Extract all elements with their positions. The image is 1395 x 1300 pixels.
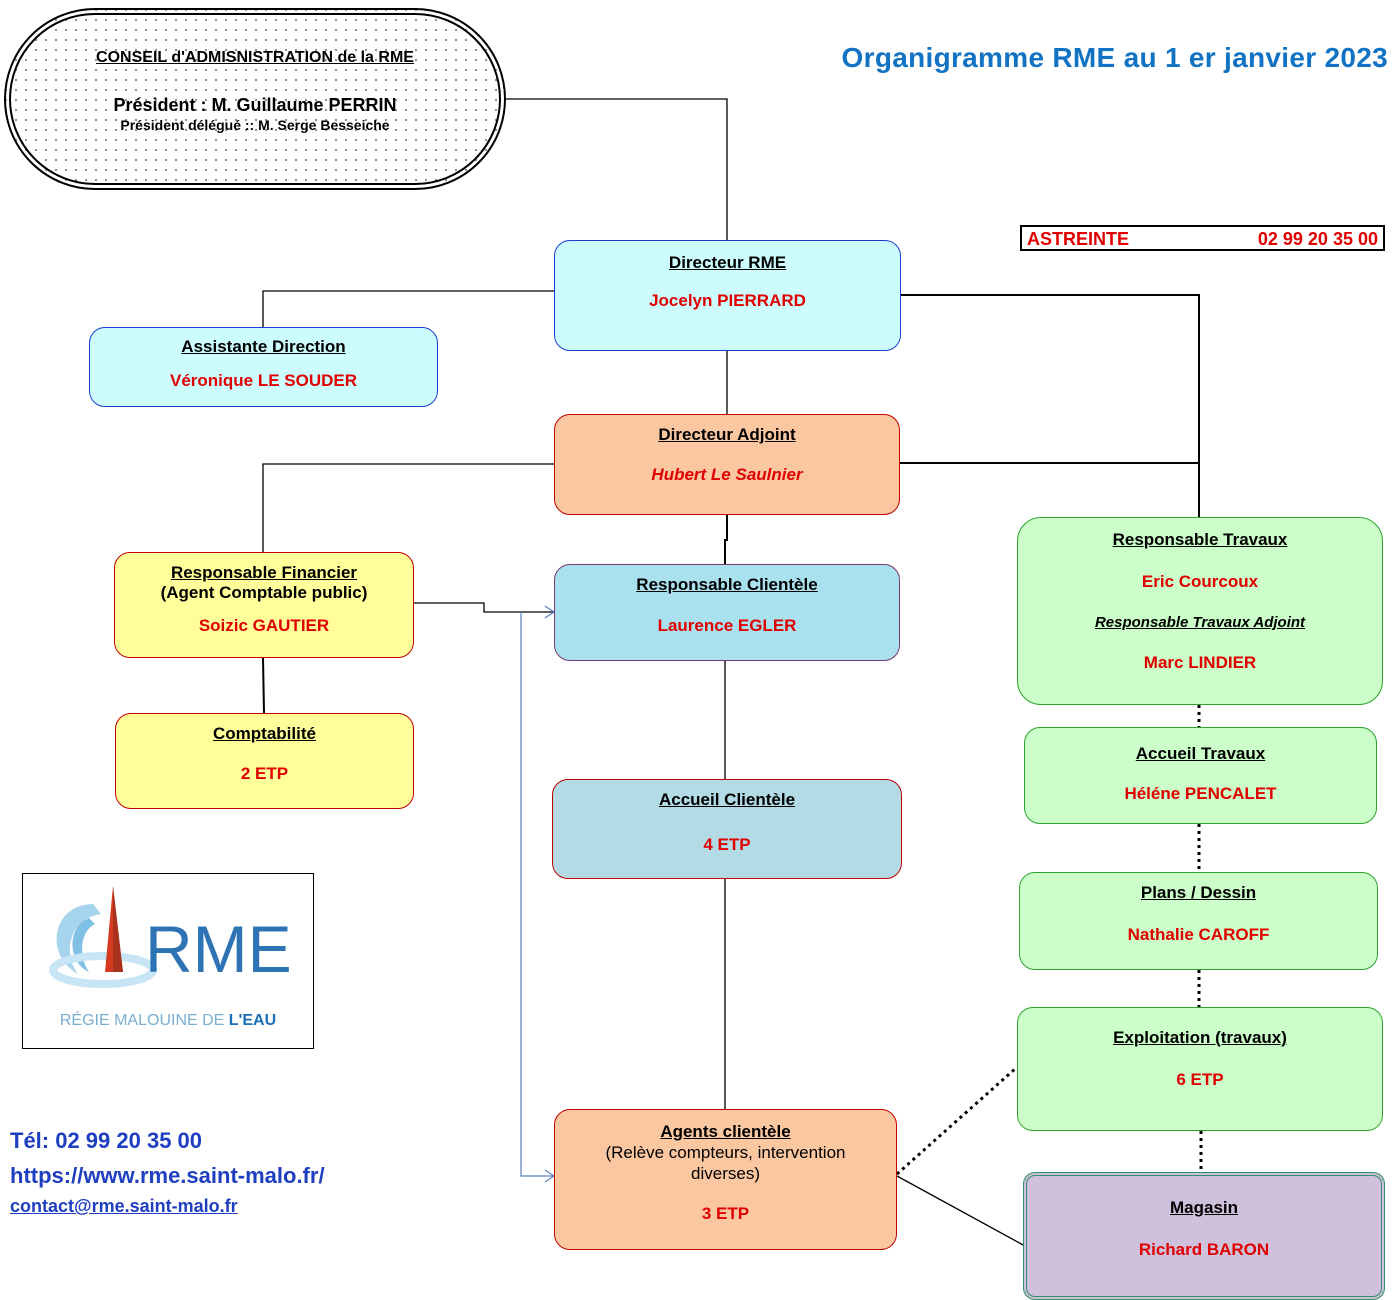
rme-logo-text-a: RÉGIE MALOUINE DE	[59, 1012, 229, 1029]
council-delegate: Président délégué :: M. Serge Besseiche	[120, 117, 390, 133]
node-subtitle: Responsable Travaux Adjoint	[1094, 614, 1306, 631]
node-name: Eric Courcoux	[1141, 572, 1259, 591]
line-financier-comptabilite	[262, 657, 265, 714]
node-accueil-clientele: Accueil Clientèle 4 ETP	[552, 779, 902, 879]
node-name: Héléne PENCALET	[1124, 784, 1277, 803]
node-title: Responsable Financier	[170, 563, 358, 582]
node-name: 2 ETP	[240, 764, 289, 783]
node-name: Véronique LE SOUDER	[169, 371, 358, 390]
node-name-2: Marc LINDIER	[1143, 653, 1257, 672]
node-name: Soizic GAUTIER	[198, 616, 330, 635]
node-title: Assistante Direction	[181, 337, 346, 356]
node-title: Accueil Travaux	[1135, 744, 1266, 763]
node-name: Richard BARON	[1138, 1240, 1270, 1259]
node-title: Directeur Adjoint	[658, 425, 796, 444]
contact-phone: Tél: 02 99 20 35 00	[10, 1128, 203, 1153]
node-travaux: Responsable Travaux Eric Courcoux Respon…	[1017, 517, 1383, 705]
line-agents-magasin	[896, 1175, 1026, 1247]
rme-logo-text-b: L'EAU	[228, 1012, 277, 1029]
line-adjoint-clientele	[724, 515, 728, 564]
astreinte-label: ASTREINTE	[1027, 229, 1130, 249]
node-title: Directeur RME	[668, 253, 787, 272]
contact-website[interactable]: https://www.rme.saint-malo.fr/	[10, 1163, 325, 1188]
node-name: 6 ETP	[1176, 1070, 1224, 1089]
node-name: Nathalie CAROFF	[1127, 925, 1270, 944]
node-magasin: Magasin Richard BARON	[1023, 1172, 1385, 1300]
node-agents: Agents clientèle (Relève compteurs, inte…	[554, 1109, 897, 1250]
line-financier-clientele	[414, 602, 554, 613]
node-clientele: Responsable Clientèle Laurence EGLER	[554, 564, 900, 661]
node-title: Accueil Clientèle	[658, 790, 796, 809]
node-subtitle: (Agent Comptable public)	[160, 583, 368, 602]
node-accueil-travaux: Accueil Travaux Héléne PENCALET	[1024, 727, 1377, 824]
contact-block: Tél: 02 99 20 35 00 https://www.rme.sain…	[10, 1128, 325, 1217]
node-financier: Responsable Financier (Agent Comptable p…	[114, 552, 414, 658]
node-title: Responsable Travaux	[1112, 530, 1288, 549]
node-name: 4 ETP	[703, 835, 751, 854]
node-assistante: Assistante Direction Véronique LE SOUDER	[89, 327, 438, 407]
line-adjoint-financier	[262, 463, 554, 552]
node-exploitation: Exploitation (travaux) 6 ETP	[1017, 1007, 1383, 1131]
astreinte-box: ASTREINTE 02 99 20 35 00	[1020, 225, 1385, 251]
contact-email[interactable]: contact@rme.saint-malo.fr	[10, 1196, 238, 1216]
node-adjoint: Directeur Adjoint Hubert Le Saulnier	[554, 414, 900, 515]
astreinte-phone: 02 99 20 35 00	[1257, 229, 1378, 249]
node-desc-line2: diverses)	[691, 1164, 760, 1183]
node-comptabilite: Comptabilité 2 ETP	[115, 713, 414, 809]
council-box: CONSEIL d'ADMISNISTRATION de la RME Prés…	[4, 8, 506, 190]
rme-logo-graphic: RME	[49, 886, 292, 988]
node-title: Magasin	[1169, 1198, 1239, 1217]
page-title: Organigramme RME au 1 er janvier 2023	[841, 42, 1388, 73]
node-directeur: Directeur RME Jocelyn PIERRARD	[554, 240, 901, 351]
line-council-directeur	[506, 98, 728, 240]
node-desc-line1: (Relève compteurs, intervention	[605, 1143, 846, 1162]
arrow-financier-agents	[520, 612, 554, 1177]
dots-agents-exploitation	[896, 1066, 1017, 1176]
node-name: Hubert Le Saulnier	[651, 465, 803, 484]
node-plans: Plans / Dessin Nathalie CAROFF	[1019, 872, 1378, 970]
line-directeur-travaux	[901, 294, 1200, 517]
node-name: Jocelyn PIERRARD	[649, 291, 806, 310]
node-title: Responsable Clientèle	[636, 575, 818, 594]
line-directeur-assistante	[262, 290, 554, 327]
node-name: 3 ETP	[701, 1204, 750, 1223]
node-title: Exploitation (travaux)	[1113, 1028, 1287, 1047]
node-title: Plans / Dessin	[1140, 883, 1257, 902]
council-heading: CONSEIL d'ADMISNISTRATION de la RME	[96, 49, 414, 66]
rme-logo: RME RÉGIE MALOUINE DE L'EAU	[22, 873, 314, 1049]
node-title: Comptabilité	[213, 724, 316, 743]
rme-logo-brand: RME	[145, 912, 292, 986]
council-president: Président : M. Guillaume PERRIN	[113, 95, 397, 115]
node-title: Agents clientèle	[660, 1122, 791, 1141]
rme-logo-text: RÉGIE MALOUINE DE L'EAU	[23, 1012, 313, 1030]
node-name: Laurence EGLER	[657, 616, 797, 635]
